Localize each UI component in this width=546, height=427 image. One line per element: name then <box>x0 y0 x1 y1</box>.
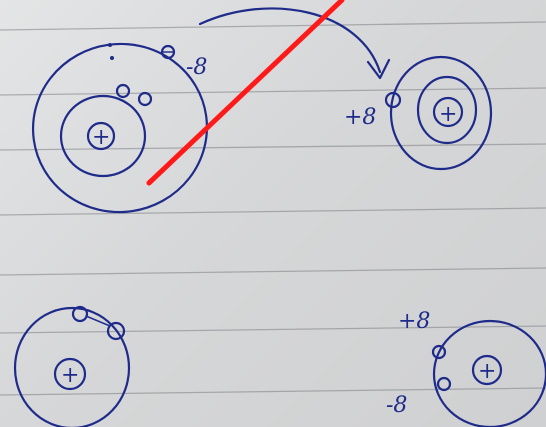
electron <box>431 344 447 360</box>
rule-line <box>0 387 546 396</box>
arrow-curve <box>198 7 382 74</box>
outer-shell <box>389 55 493 171</box>
ruled-lines <box>0 21 546 396</box>
nucleus <box>432 96 464 128</box>
electron-dot <box>108 43 112 47</box>
nucleus <box>471 354 503 386</box>
electron <box>137 91 153 107</box>
electron <box>106 321 126 341</box>
rule-line <box>0 143 546 151</box>
electron <box>115 83 131 99</box>
nucleus <box>86 121 116 151</box>
electron <box>71 305 89 323</box>
nucleus-plus: + <box>92 125 110 150</box>
nucleus <box>53 357 87 391</box>
nucleus-plus: + <box>478 359 496 384</box>
atom-top-right: + +8 <box>344 55 493 171</box>
charge-label: +8 <box>344 105 376 130</box>
charge-label: -8 <box>386 393 407 418</box>
atom-top-left: + -8 <box>31 42 209 214</box>
electron <box>436 376 452 392</box>
electron <box>160 44 176 60</box>
rule-line <box>0 87 546 96</box>
inner-shell <box>59 94 147 178</box>
arrowhead <box>366 58 391 80</box>
atom-bottom-left: + <box>13 305 131 427</box>
nucleus-plus: + <box>61 363 79 388</box>
red-strike-line <box>146 0 345 186</box>
inner-shell <box>416 75 478 145</box>
rule-line <box>0 267 546 276</box>
outer-shell <box>13 306 131 427</box>
nucleus-plus: + <box>439 102 457 127</box>
electron-link <box>85 315 111 327</box>
charge-label: -8 <box>186 55 207 80</box>
charge-label: +8 <box>398 309 430 334</box>
electron-dot <box>110 56 114 60</box>
electron <box>384 91 402 109</box>
rule-line <box>0 325 546 334</box>
atom-bottom-right: + +8 -8 <box>386 309 546 427</box>
rule-line <box>0 21 546 31</box>
rule-line <box>0 207 546 216</box>
transfer-arrow <box>198 7 391 80</box>
outer-shell <box>432 319 546 427</box>
